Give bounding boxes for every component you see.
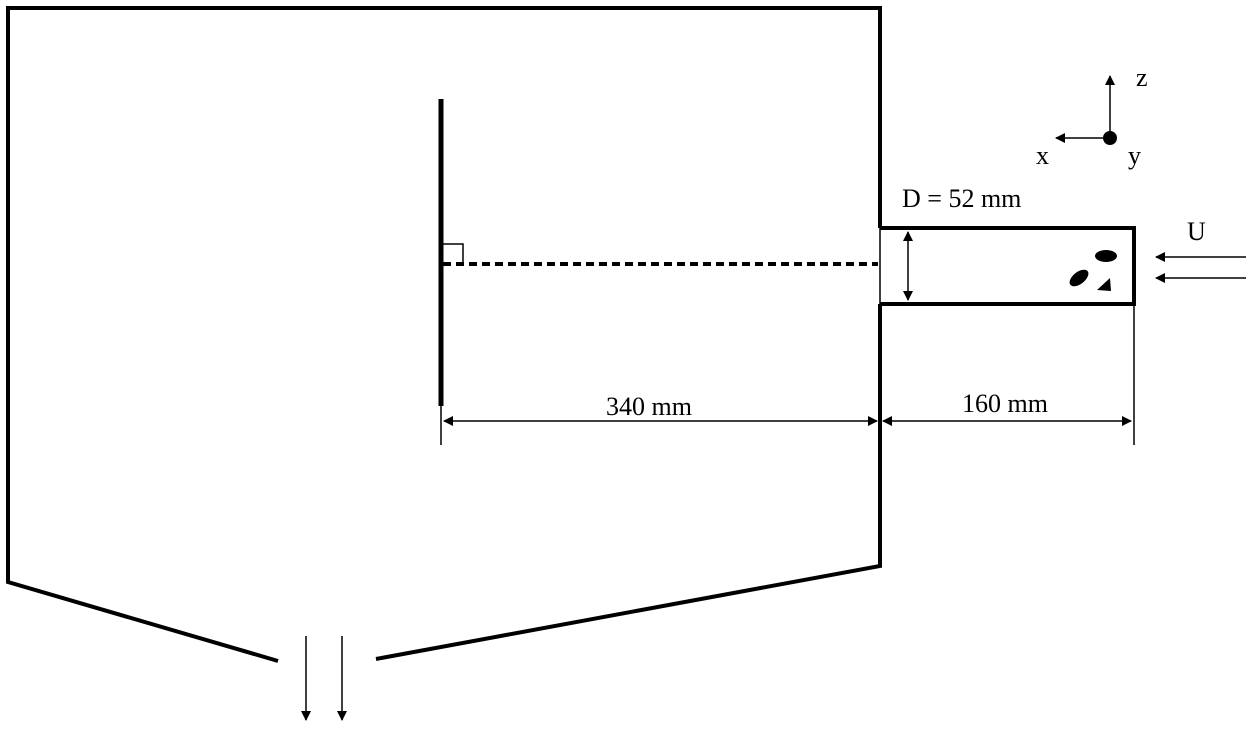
- particle-ellipse-top: [1095, 250, 1117, 262]
- particle-triangle: [1097, 278, 1111, 291]
- flow-velocity-label: U: [1187, 217, 1206, 246]
- particle-ellipse-bottom: [1069, 269, 1089, 287]
- chamber-bottom-right: [375, 304, 882, 661]
- y-axis-label: y: [1128, 141, 1141, 170]
- diameter-label: D = 52 mm: [902, 184, 1021, 213]
- x-axis-label: x: [1036, 141, 1049, 170]
- z-axis-label: z: [1136, 63, 1148, 92]
- y-axis-dot: [1103, 131, 1117, 145]
- right-angle-marker: [443, 243, 464, 264]
- distance-nozzle-label: 160 mm: [962, 389, 1048, 418]
- chamber-outline: [6, 6, 882, 663]
- distance-plate-label: 340 mm: [606, 392, 692, 421]
- nozzle-pipe: [880, 226, 1136, 306]
